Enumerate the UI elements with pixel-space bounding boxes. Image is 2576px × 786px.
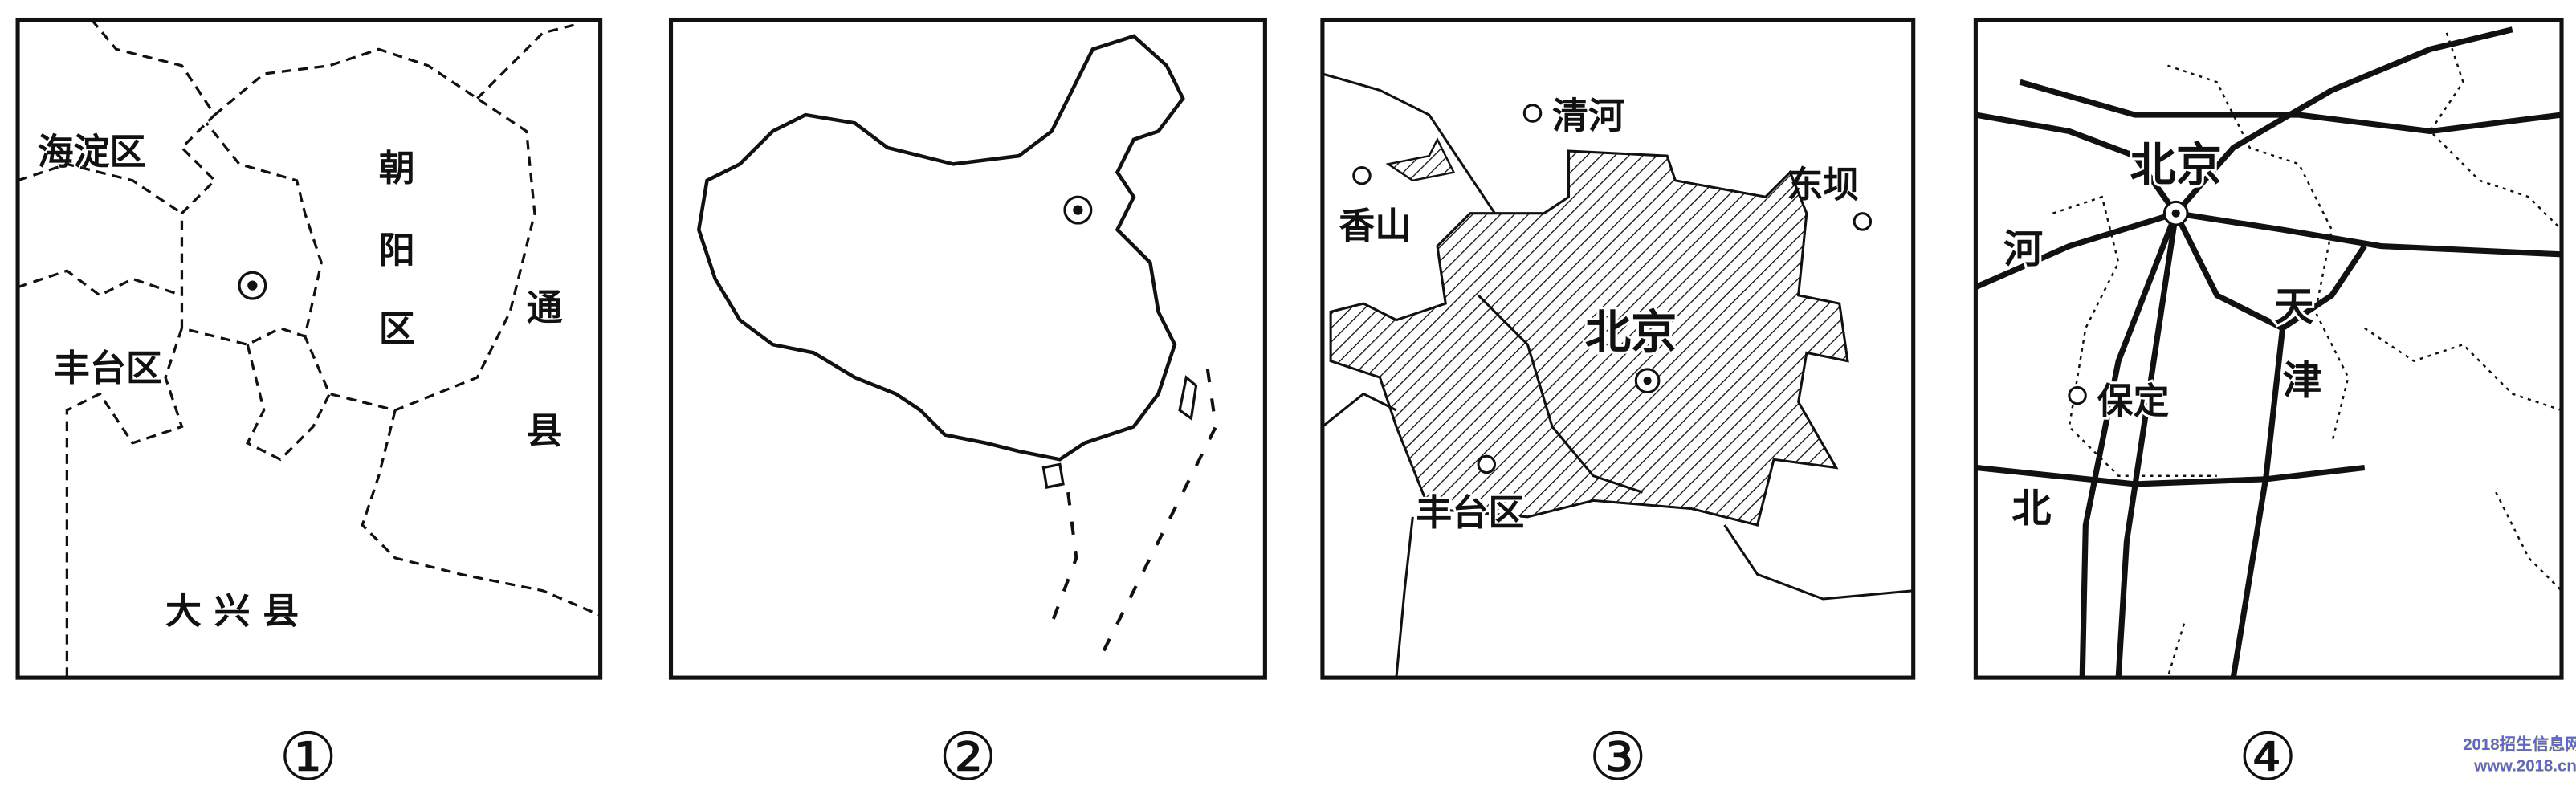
label-baoding: 保定 — [2097, 380, 2170, 422]
label-beijing: 北京 — [2130, 139, 2221, 192]
urban-area — [1329, 149, 1849, 527]
district-boundaries — [17, 18, 601, 678]
label-xiangshan: 香山 — [1339, 204, 1411, 246]
hainan — [1041, 462, 1065, 489]
panel-frame — [1320, 17, 1916, 680]
map-panel-2: ② — [668, 17, 1267, 786]
map-panel-3: 清河 香山 东坝 北京 丰台区 ③ — [1320, 17, 1916, 786]
label-chaoyang-3: 区 — [379, 307, 415, 350]
panel-number-4: ④ — [2239, 719, 2297, 786]
panel-frame — [15, 17, 603, 680]
railways — [1974, 26, 2562, 678]
panel-frame — [1973, 17, 2564, 680]
label-daxing: 大 兴 县 — [165, 590, 299, 633]
watermark-line-2: www.2018.cn — [2473, 758, 2576, 776]
label-tong-2: 县 — [527, 409, 563, 452]
label-fengtai: 丰台区 — [1416, 491, 1524, 534]
label-qinghe: 清河 — [1552, 94, 1624, 136]
panel-number-1: ① — [279, 719, 337, 786]
label-bei: 北 — [2011, 485, 2051, 531]
label-chaoyang-2: 阳 — [379, 229, 415, 271]
label-beijing: 北京 — [1585, 306, 1677, 359]
label-dongba: 东坝 — [1787, 163, 1859, 206]
map-panel-1: 海淀区 朝 阳 区 通 县 丰台区 大 兴 县 ① — [15, 17, 603, 786]
watermark: 2018招生信息网 www.2018.cn — [2463, 735, 2576, 776]
label-jin: 津 — [2283, 357, 2322, 404]
panel-number-3: ③ — [1588, 719, 1647, 786]
label-he: 河 — [2003, 226, 2043, 272]
province-boundaries — [2052, 32, 2562, 678]
panel-number-2: ② — [939, 719, 997, 786]
sea-boundary — [1050, 369, 1218, 658]
label-chaoyang-1: 朝 — [379, 147, 415, 189]
label-haidian: 海淀区 — [38, 130, 146, 173]
watermark-line-1: 2018招生信息网 — [2463, 735, 2576, 754]
map-panel-4: 北京 河 天 津 保定 北 ④ — [1973, 17, 2564, 786]
panel-frame — [668, 17, 1267, 680]
china-outline — [696, 34, 1185, 462]
label-tian: 天 — [2274, 283, 2313, 330]
label-tong-1: 通 — [527, 287, 563, 329]
label-fengtai: 丰台区 — [54, 347, 162, 389]
taiwan — [1178, 375, 1198, 422]
